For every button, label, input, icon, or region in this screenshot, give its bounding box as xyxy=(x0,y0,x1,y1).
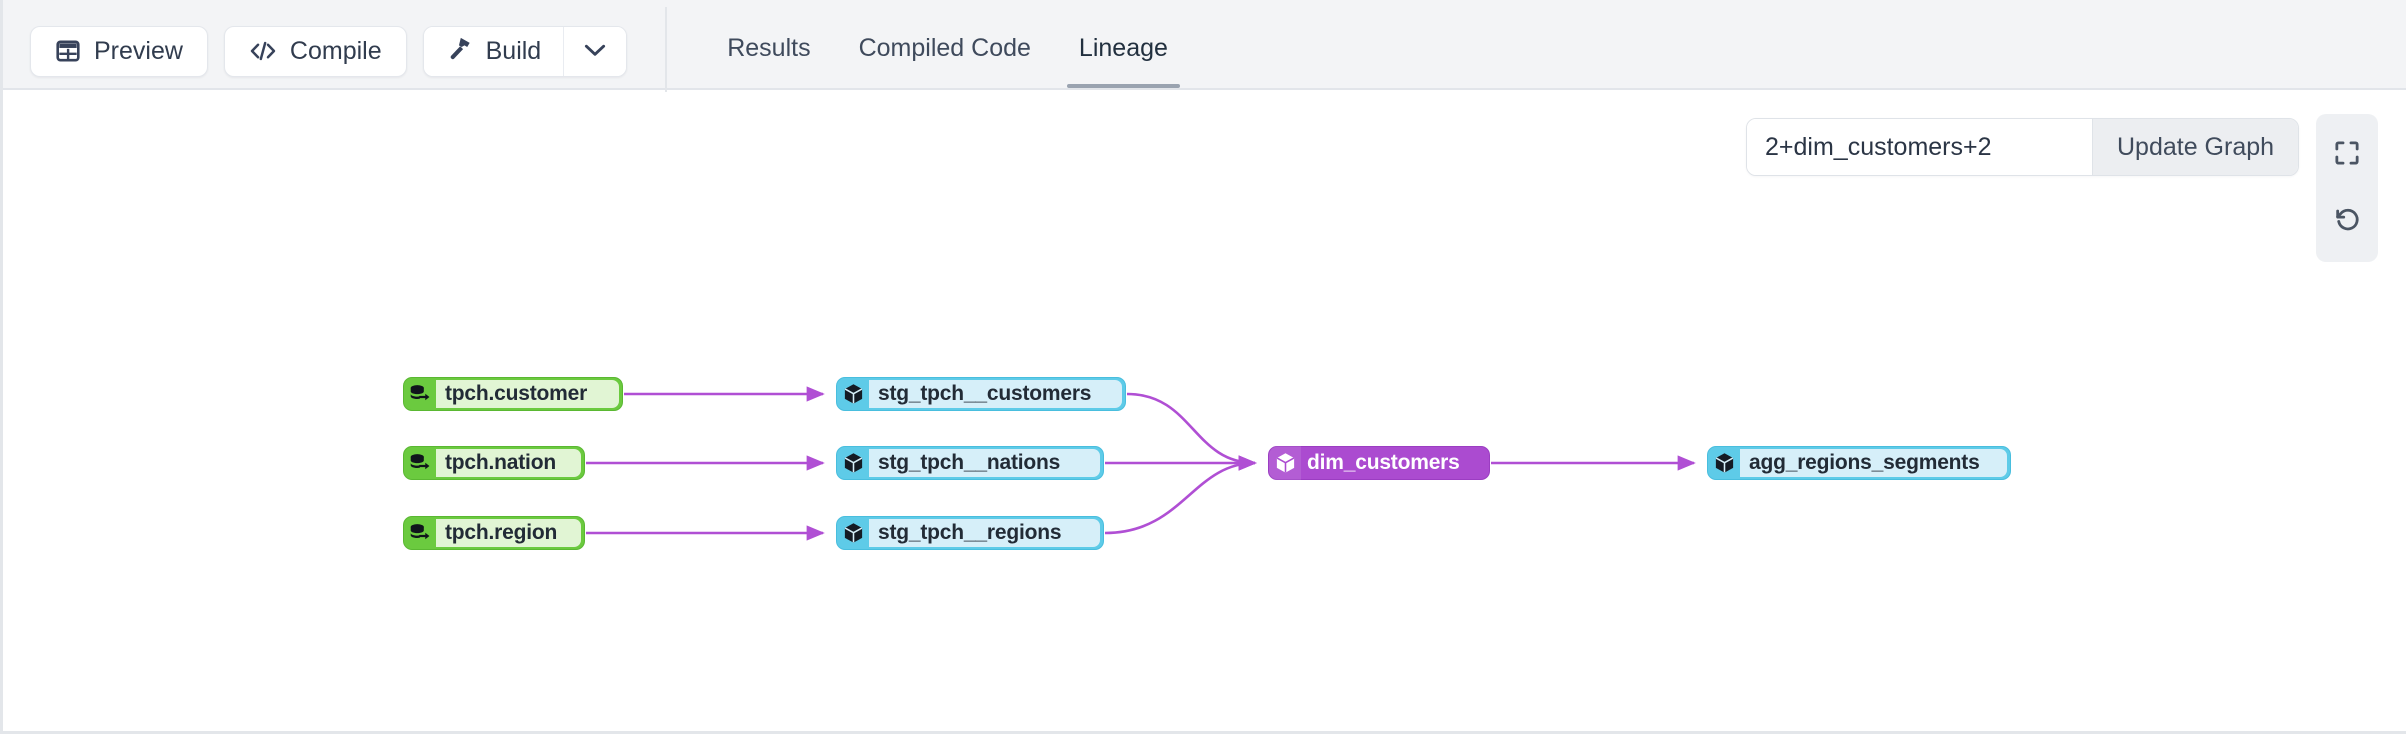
lineage-node-label: tpch.region xyxy=(436,519,581,547)
lineage-node-dim-customers[interactable]: dim_customers xyxy=(1268,446,1490,480)
graph-selector-input[interactable] xyxy=(1747,119,2092,175)
graph-selector-bar: Update Graph xyxy=(1746,118,2300,176)
chevron-down-icon xyxy=(582,37,608,66)
code-brackets-icon xyxy=(249,38,277,64)
tab-results[interactable]: Results xyxy=(703,0,834,88)
lineage-node-label: dim_customers xyxy=(1307,451,1460,474)
table-grid-icon xyxy=(55,38,81,64)
cube-model-icon xyxy=(837,516,869,550)
fullscreen-button[interactable] xyxy=(2316,122,2378,188)
lineage-node-label: tpch.nation xyxy=(436,449,581,477)
update-graph-button[interactable]: Update Graph xyxy=(2092,119,2299,175)
lineage-node-label: stg_tpch__regions xyxy=(869,519,1100,547)
database-source-icon xyxy=(404,446,436,480)
lineage-node-tpch-customer[interactable]: tpch.customer xyxy=(403,377,623,411)
compile-button-label: Compile xyxy=(289,36,382,65)
lineage-node-tpch-nation[interactable]: tpch.nation xyxy=(403,446,585,480)
lineage-node-agg-regions-segments[interactable]: agg_regions_segments xyxy=(1707,446,2011,480)
reset-graph-button[interactable] xyxy=(2316,188,2378,254)
cube-model-icon xyxy=(837,377,869,411)
lineage-node-stg-tpch-nations[interactable]: stg_tpch__nations xyxy=(836,446,1104,480)
preview-button-label: Preview xyxy=(94,36,183,65)
reset-counterclockwise-icon xyxy=(2333,205,2361,238)
build-dropdown-button[interactable] xyxy=(563,26,627,76)
graph-controls-panel xyxy=(2316,114,2378,262)
update-graph-button-label: Update Graph xyxy=(2117,132,2275,161)
tab-compiled-code-label: Compiled Code xyxy=(858,34,1031,62)
cube-model-icon xyxy=(1269,446,1301,480)
editor-toolbar: Preview Compile xyxy=(3,0,668,95)
cube-model-icon xyxy=(837,446,869,480)
cube-model-icon xyxy=(1708,446,1740,480)
expand-fullscreen-icon xyxy=(2333,139,2361,172)
result-tabs: Results Compiled Code Lineage xyxy=(667,0,1192,88)
tab-lineage[interactable]: Lineage xyxy=(1055,0,1192,88)
build-split-button: Build xyxy=(422,25,628,77)
lineage-node-tpch-region[interactable]: tpch.region xyxy=(403,516,585,550)
hammer-icon xyxy=(446,35,473,68)
build-button-label: Build xyxy=(485,36,542,65)
compile-button[interactable]: Compile xyxy=(223,25,407,77)
lineage-node-stg-tpch-customers[interactable]: stg_tpch__customers xyxy=(836,377,1126,411)
tab-lineage-label: Lineage xyxy=(1078,34,1168,62)
lineage-node-label: agg_regions_segments xyxy=(1740,449,2007,477)
lineage-nodes: tpch.customer tpch.nation xyxy=(3,92,2406,731)
preview-button[interactable]: Preview xyxy=(30,25,208,77)
toolbar-divider xyxy=(665,7,668,95)
lineage-node-label: stg_tpch__nations xyxy=(869,449,1100,477)
lineage-node-stg-tpch-regions[interactable]: stg_tpch__regions xyxy=(836,516,1104,550)
tab-results-label: Results xyxy=(727,34,811,62)
database-source-icon xyxy=(404,516,436,550)
tab-compiled-code[interactable]: Compiled Code xyxy=(835,0,1055,88)
editor-header: Preview Compile xyxy=(3,0,2406,95)
lineage-node-label: stg_tpch__customers xyxy=(869,380,1122,408)
build-button[interactable]: Build xyxy=(423,26,564,76)
lineage-node-label: tpch.customer xyxy=(436,380,619,408)
database-source-icon xyxy=(404,377,436,411)
lineage-edges xyxy=(586,386,1696,541)
lineage-canvas[interactable]: tpch.customer tpch.nation xyxy=(3,92,2406,731)
